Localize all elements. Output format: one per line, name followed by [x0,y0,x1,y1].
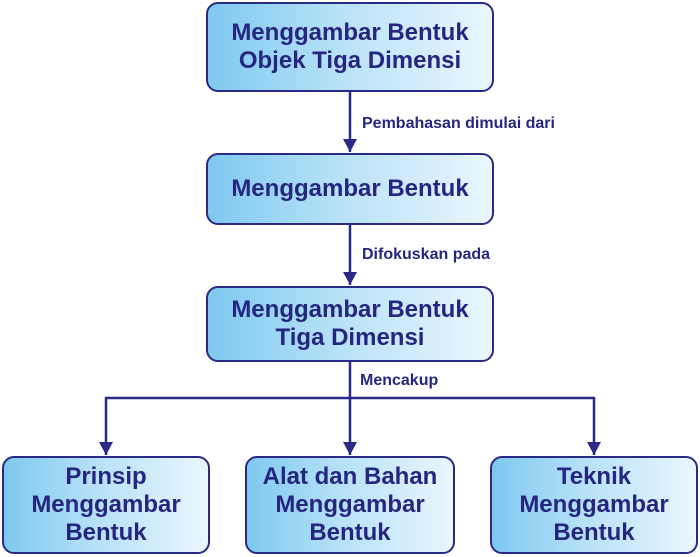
edge-label-pembahasan: Pembahasan dimulai dari [362,115,555,132]
edge-label-difokuskan: Difokuskan pada [362,246,491,263]
arrowhead-right [587,442,601,455]
node-tiga-dimensi: Menggambar Bentuk Tiga Dimensi [206,286,494,362]
edge-label-mencakup: Mencakup [360,372,439,389]
arrowhead-1 [343,139,357,152]
node-alat-dan-bahan: Alat dan Bahan Menggambar Bentuk [245,456,455,554]
node-objek-tiga-dimensi: Menggambar Bentuk Objek Tiga Dimensi [206,2,494,92]
arrowhead-left [99,442,113,455]
arrowhead-middle [343,442,357,455]
node-menggambar-bentuk: Menggambar Bentuk [206,153,494,225]
node-teknik: Teknik Menggambar Bentuk [490,456,698,554]
branch-bar [104,396,596,455]
arrowhead-2 [343,272,357,285]
node-prinsip: Prinsip Menggambar Bentuk [2,456,210,554]
